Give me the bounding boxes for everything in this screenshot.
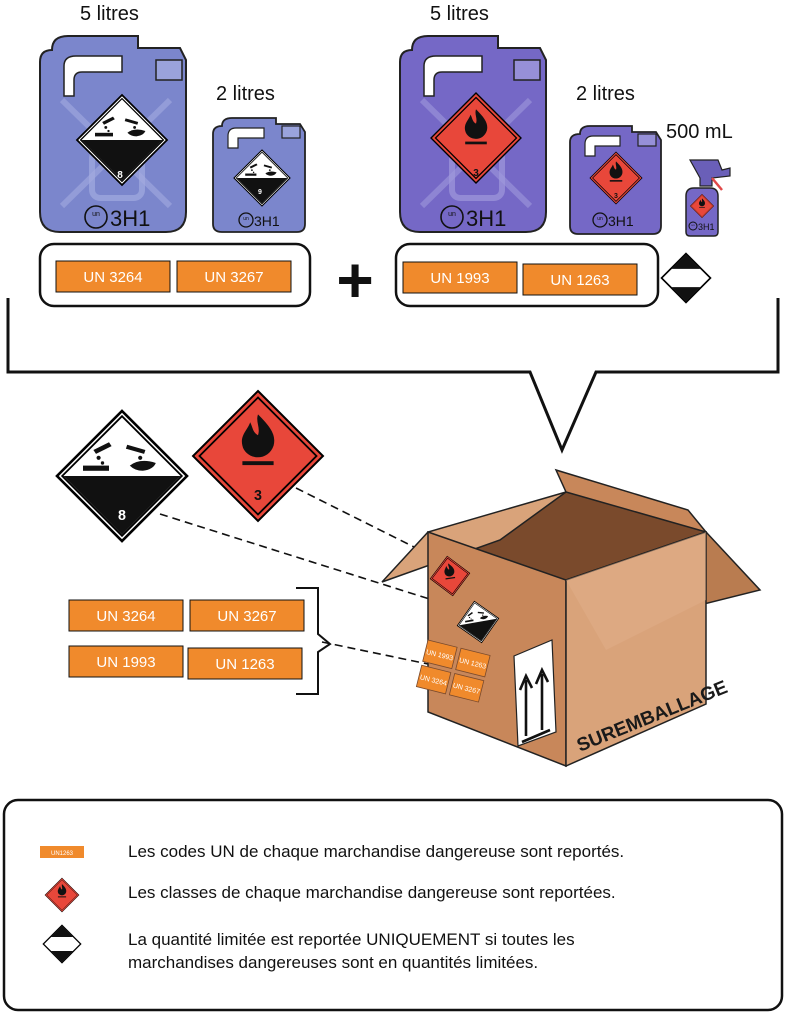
volume-label: 5 litres [430,3,489,25]
legend-text-classes: Les classes de chaque marchandise danger… [128,883,616,902]
limited-quantity-mark [660,252,712,304]
corrosive-hazard-label: 8 [55,409,189,543]
svg-text:UN1263: UN1263 [51,851,74,857]
legend-text-limited-quantity: La quantité limitée est reportée UNIQUEM… [128,930,575,972]
svg-text:9: 9 [258,189,262,196]
leader-line [159,513,459,609]
this-way-up-arrows-icon [513,639,557,747]
overpack-box: UN 1993 UN 1263 UN 3264 UN 3267 SUREMBAL… [381,468,762,768]
brace [296,587,332,695]
leader-line [321,641,429,665]
jerrycan-5l-right: 3 un 3H1 [399,35,547,233]
un-code-label: UN 1263 [187,647,303,680]
svg-text:UN 1263: UN 1263 [550,272,609,289]
right-container-group: 3 un 3H1 5 litres 3 un 3H1 2 litres un 3… [394,3,733,308]
legend-text-un-codes: Les codes UN de chaque marchandise dange… [128,842,625,861]
svg-text:UN 3264: UN 3264 [96,608,155,625]
svg-text:UN 1263: UN 1263 [215,656,274,673]
volume-label: 2 litres [576,83,635,105]
svg-text:8: 8 [118,508,126,524]
un-code-label: UN 1993 [402,261,518,294]
un-code-label-icon: UN1263 [40,846,84,858]
svg-text:3: 3 [254,488,262,504]
svg-text:UN 3267: UN 3267 [217,608,276,625]
un-code-label: UN 3264 [68,599,184,632]
un-symbol: un [597,216,603,222]
volume-label: 5 litres [80,3,139,25]
packaging-marking: 3H1 [466,206,506,231]
volume-label: 500 mL [666,121,733,143]
packaging-marking: 3H1 [110,206,150,231]
svg-text:8: 8 [117,170,123,181]
leader-line [295,487,433,557]
flammable-hazard-label: 3 [192,390,324,522]
un-symbol: un [243,216,249,222]
spray-bottle-500ml: un 3H1 [685,159,731,237]
grouping-bracket [6,298,780,454]
overpack-un-codes: UN 3264 UN 3267 UN 1993 UN 1263 [68,587,332,695]
packaging-marking: 3H1 [608,213,634,229]
svg-text:UN 3264: UN 3264 [83,269,142,286]
packaging-marking: 3H1 [254,213,280,229]
un-code-label: UN 1263 [522,263,638,296]
un-symbol: un [92,211,100,218]
jerrycan-2l-right: 3 un 3H1 [569,125,662,235]
jerrycan-5l-left: 8 un 3H1 [39,35,187,233]
un-code-label: UN 1993 [68,645,184,678]
left-container-group: 8 un 3H1 5 litres 9 un 3H1 2 litres UN 3… [38,3,312,308]
svg-text:3: 3 [473,168,479,179]
un-symbol: un [448,211,456,218]
plus-operator: + [336,244,373,316]
un-code-label: UN 3267 [189,599,305,632]
un-code-label: UN 3264 [55,260,171,293]
packaging-marking: 3H1 [698,222,715,232]
svg-text:UN 1993: UN 1993 [430,270,489,287]
svg-text:UN 1993: UN 1993 [96,654,155,671]
un-code-label: UN 3267 [176,260,292,293]
svg-text:3: 3 [614,193,618,200]
volume-label: 2 litres [216,83,275,105]
jerrycan-2l-left: 9 un 3H1 [212,117,306,233]
un-symbol: un [691,223,695,227]
legend-panel [2,798,784,1012]
box-un-labels: UN 1993 UN 1263 UN 3264 UN 3267 [415,639,491,703]
svg-text:UN 3267: UN 3267 [204,269,263,286]
